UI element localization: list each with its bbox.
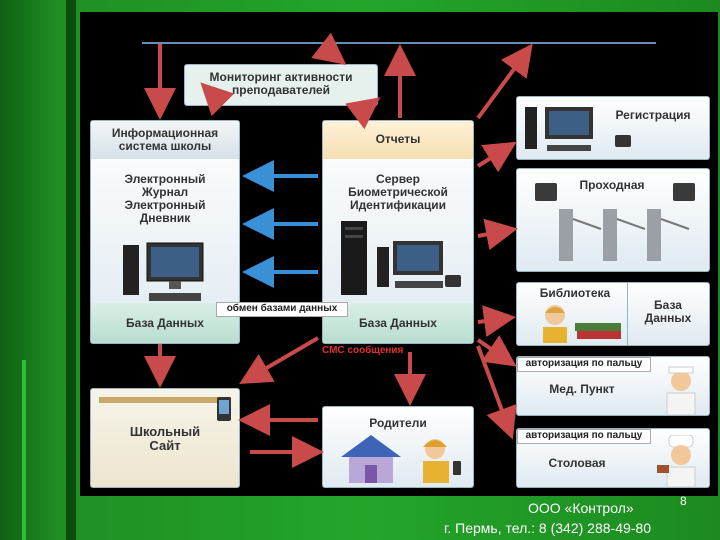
- db-left-label: База Данных: [126, 316, 204, 330]
- computer-icon: [123, 242, 204, 301]
- school-site-box: Школьный Сайт: [90, 388, 240, 488]
- library-divider: [627, 283, 628, 345]
- blue-arrows: [242, 160, 318, 288]
- server-box: Отчеты Сервер Биометрической Идентификац…: [322, 120, 474, 344]
- registration-box: Регистрация: [516, 96, 710, 160]
- auth-finger-2-label: авторизация по пальцу: [517, 429, 651, 444]
- db-center-band: [323, 303, 473, 343]
- library-label: Библиотека: [539, 286, 611, 300]
- info-system-box: Информационная система школы Электронный…: [90, 120, 240, 344]
- top-bus-line: [142, 42, 656, 44]
- left-stripe-light: [22, 360, 26, 540]
- registration-label: Регистрация: [615, 108, 691, 122]
- reports-label: Отчеты: [375, 132, 421, 146]
- school-site-label: Школьный Сайт: [129, 424, 201, 453]
- server-icon: [341, 221, 461, 295]
- turnstile-icon: [535, 183, 695, 261]
- site-header-strip: [99, 397, 231, 403]
- library-box: Библиотека База Данных: [516, 282, 710, 346]
- med-label: Мед. Пункт: [549, 382, 615, 396]
- monitoring-label: Мониторинг активности преподавателей: [209, 70, 353, 97]
- nurse-icon: [666, 366, 696, 415]
- red-arrows: [144, 32, 533, 468]
- ejournal-label: Электронный Журнал Электронный Дневник: [124, 172, 206, 225]
- auth-finger-1-label: авторизация по пальцу: [517, 357, 651, 372]
- checkpoint-label: Проходная: [579, 178, 645, 192]
- sms-label: СМС сообщения: [322, 345, 404, 356]
- parents-box: Родители: [322, 406, 474, 488]
- canteen-box: авторизация по пальцу Столовая: [516, 428, 710, 488]
- registration-computer-icon: [525, 107, 631, 151]
- db-center-label: База Данных: [359, 316, 437, 330]
- canteen-label: Столовая: [548, 456, 606, 470]
- footer-page-number: 8: [680, 494, 687, 508]
- server-label: Сервер Биометрической Идентификации: [348, 172, 448, 212]
- cook-icon: [657, 435, 696, 487]
- db-exchange-label: обмен базами данных: [216, 302, 348, 317]
- footer-address: г. Пермь, тел.: 8 (342) 288-49-80: [444, 520, 651, 536]
- med-box: авторизация по пальцу Мед. Пункт: [516, 356, 710, 416]
- db-left-band: [91, 303, 239, 343]
- info-system-label: Информационная система школы: [111, 126, 219, 153]
- db-library-label: База Данных: [644, 298, 692, 325]
- info-system-header: [91, 121, 239, 159]
- librarian-icon: [543, 305, 621, 343]
- footer-company: ООО «Контрол»: [528, 500, 634, 516]
- phone-icon: [217, 397, 231, 421]
- parents-label: Родители: [369, 416, 427, 430]
- house-icon: [341, 435, 401, 483]
- left-stripe-dark: [66, 0, 76, 540]
- parent-person-icon: [423, 439, 461, 483]
- checkpoint-box: Проходная: [516, 168, 710, 272]
